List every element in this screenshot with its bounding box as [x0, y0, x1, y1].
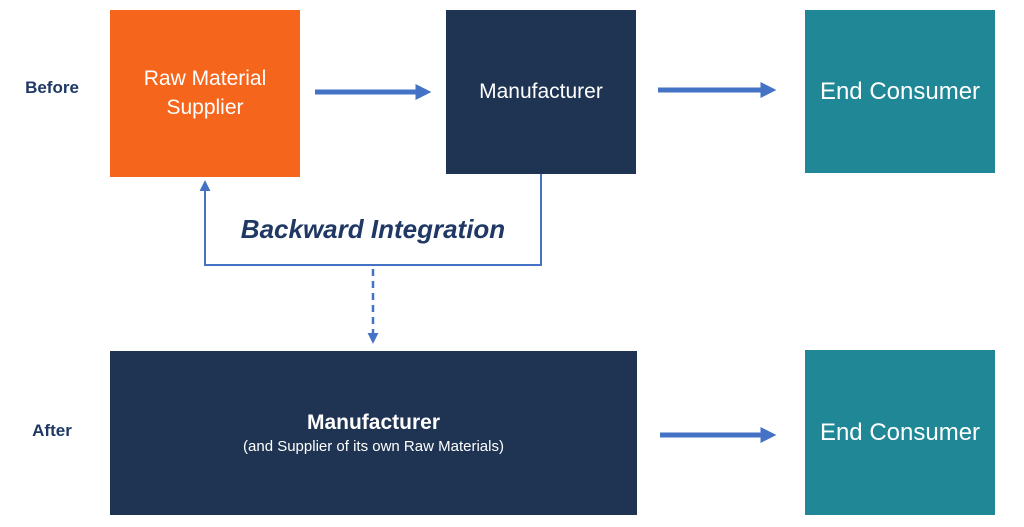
manufacturer-after-title: Manufacturer — [306, 410, 441, 434]
manufacturer-before-label: Manufacturer — [479, 79, 603, 103]
box-end-consumer-after: End Consumer — [805, 350, 995, 515]
box-raw-material-supplier: Raw Material Supplier — [110, 10, 300, 177]
raw-material-supplier-label: Raw Material Supplier — [143, 67, 267, 119]
manufacturer-after-subtitle: (and Supplier of its own Raw Materials) — [243, 438, 504, 456]
row-label-before: Before — [25, 78, 79, 97]
row-label-after: After — [32, 421, 72, 440]
backward-integration-label: Backward Integration — [240, 214, 506, 244]
end-consumer-after-label: End Consumer — [819, 418, 981, 446]
box-manufacturer-after: Manufacturer (and Supplier of its own Ra… — [110, 351, 637, 515]
box-end-consumer-before: End Consumer — [805, 10, 995, 173]
box-manufacturer-before: Manufacturer — [446, 10, 636, 174]
end-consumer-before-label: End Consumer — [819, 77, 981, 105]
